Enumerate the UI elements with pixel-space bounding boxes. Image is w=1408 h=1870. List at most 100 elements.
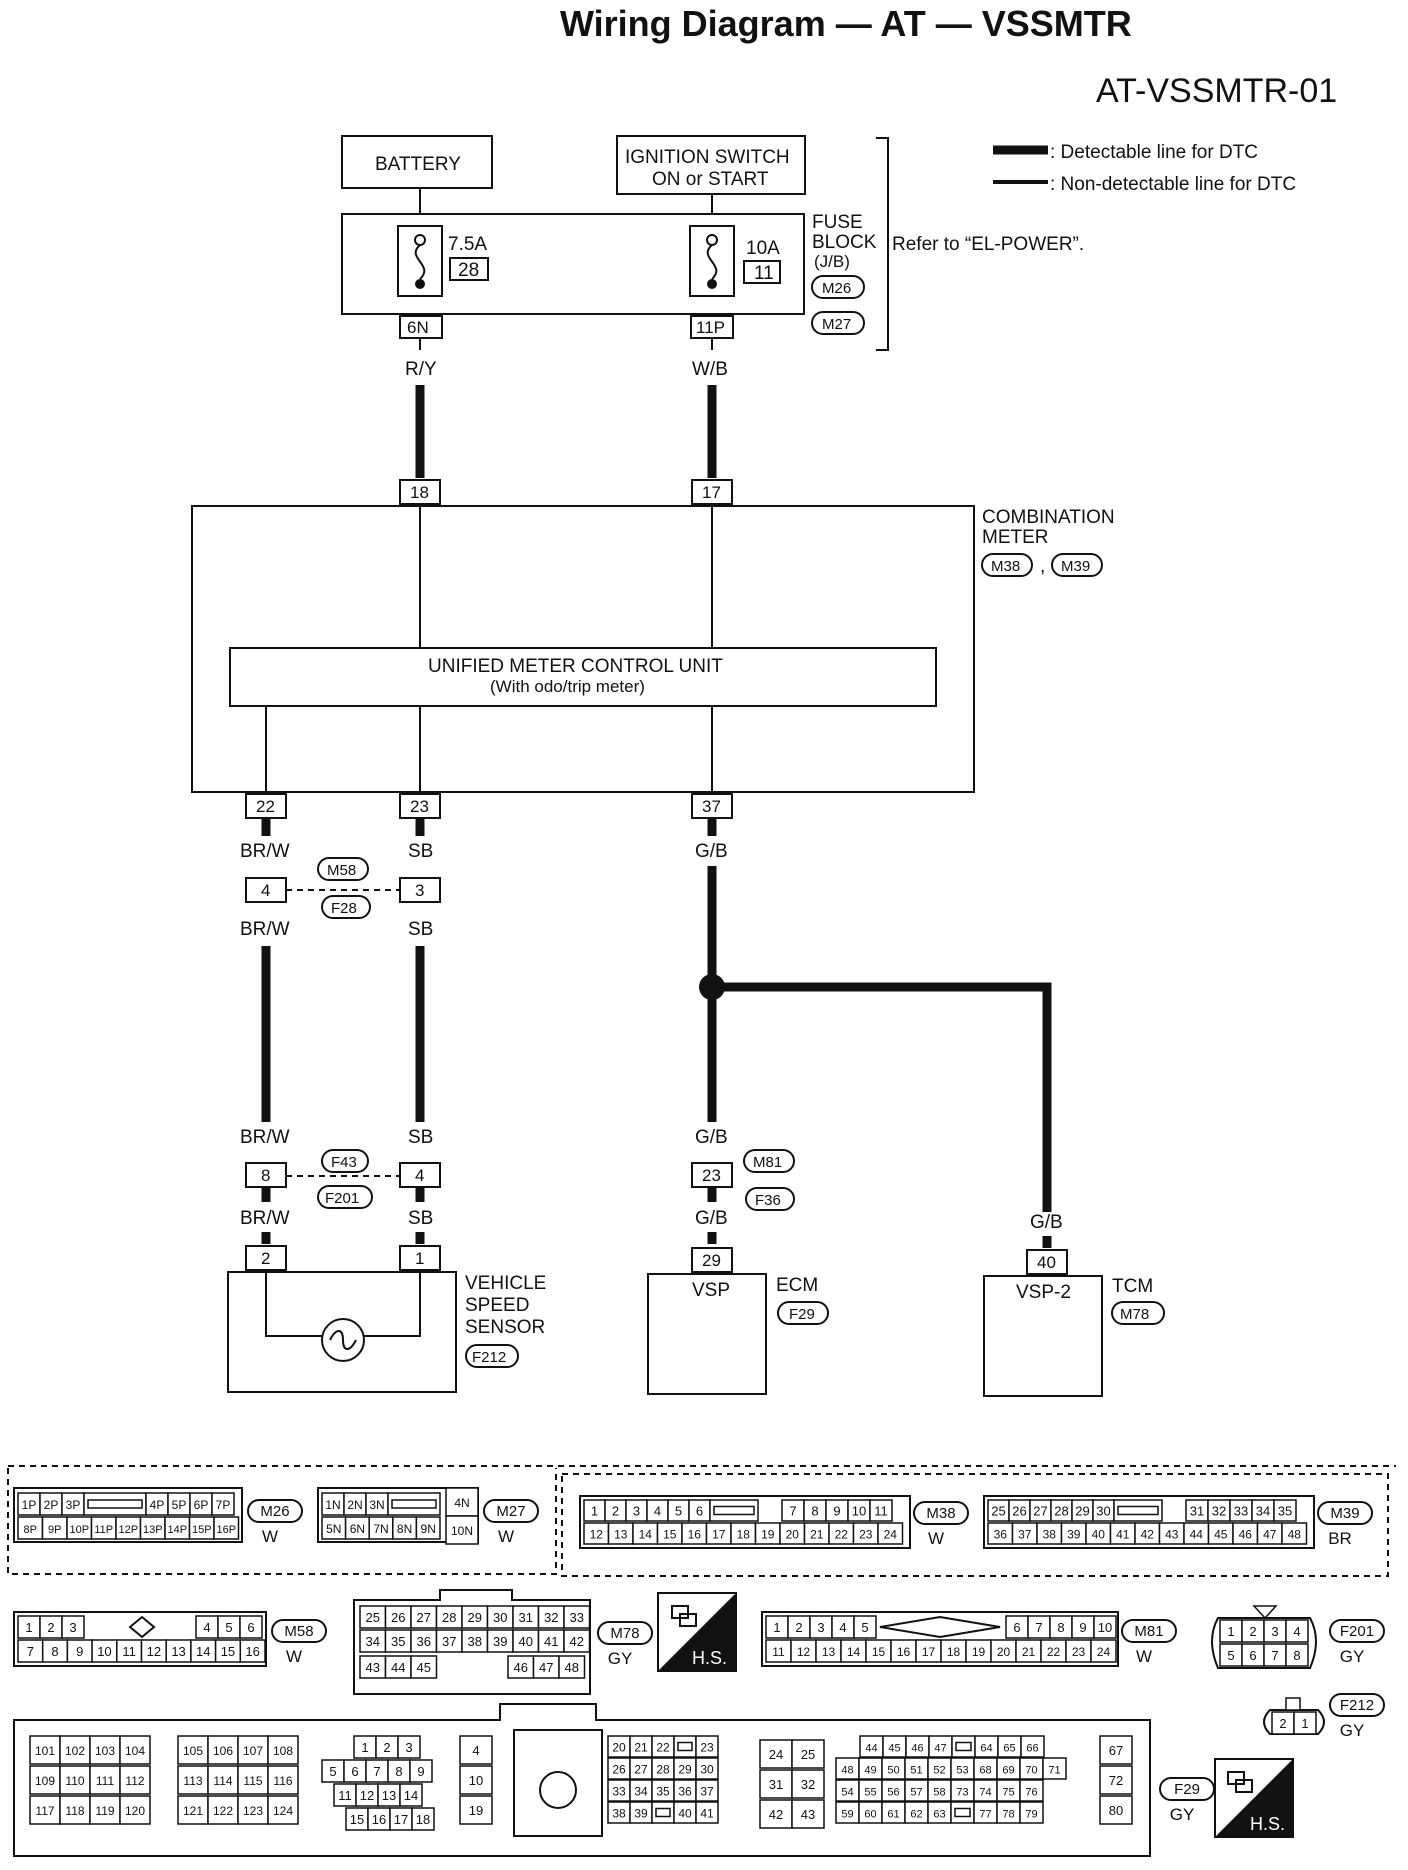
f29-pin: 35: [656, 1785, 670, 1799]
m38-pin: 21: [810, 1528, 824, 1542]
f29-pin: 52: [933, 1765, 945, 1777]
f212-pin: 2: [1279, 1716, 1286, 1731]
f29-pin: 104: [125, 1744, 145, 1758]
m27-pin: 8N: [397, 1522, 412, 1536]
f29-pin: 21: [634, 1741, 648, 1755]
f29-pin: 10: [469, 1773, 483, 1788]
battery-box: [341, 135, 493, 189]
m58-key: [128, 1615, 156, 1639]
f29-cell: [411, 1807, 435, 1831]
m78-pin: 36: [417, 1634, 431, 1649]
document-id: AT-VSSMTR-01: [1096, 72, 1337, 110]
f29-pin: 119: [95, 1804, 114, 1818]
m39-pin: 40: [1092, 1528, 1106, 1542]
unified-meter-label: UNIFIED METER CONTROL UNIT: [428, 656, 723, 677]
m39-pin: 37: [1018, 1528, 1032, 1542]
m81-pin: 18: [947, 1645, 961, 1659]
connector-latch: [713, 1505, 755, 1516]
m78-cell: [563, 1629, 591, 1653]
legend-detectable-text: : Detectable line for DTC: [1050, 142, 1258, 163]
m26-pin: 15P: [192, 1524, 212, 1536]
conn-m26-id: M26: [260, 1503, 289, 1520]
f29-pin: 44: [865, 1743, 877, 1755]
conn-m58-id-badge: [271, 1619, 327, 1643]
conn-m39-color: BR: [1328, 1529, 1352, 1548]
pin-3-m58: 3: [415, 881, 424, 900]
m38-pin: 7: [789, 1504, 796, 1519]
m58-pin: 4: [203, 1620, 210, 1635]
m39-pin: 26: [1012, 1504, 1026, 1519]
wire-sb-2: SB: [408, 919, 433, 940]
m26-pin: 11P: [94, 1524, 113, 1536]
f29-cell: [1042, 1757, 1067, 1780]
f29-pin: 67: [1109, 1743, 1123, 1758]
wire-brw-3: BR/W: [240, 1127, 290, 1148]
f29-pin: 72: [1109, 1773, 1123, 1788]
m81-pin: 10: [1098, 1620, 1112, 1635]
m58-pin: 3: [69, 1620, 76, 1635]
f201-pin: 4: [1293, 1624, 1300, 1639]
pin-4-m58: 4: [261, 881, 270, 900]
f29-pin: 46: [911, 1743, 923, 1755]
m58-pin: 9: [76, 1644, 83, 1659]
battery-label: BATTERY: [375, 154, 461, 175]
m78-pin: 41: [544, 1634, 558, 1649]
f29-pin: 24: [769, 1747, 783, 1762]
f29-pin: 121: [183, 1804, 203, 1818]
conn-m38-color: W: [928, 1529, 944, 1548]
m39-pin: 48: [1288, 1528, 1302, 1542]
m78-pin: 48: [565, 1660, 579, 1675]
m78-cell: [558, 1655, 586, 1679]
f29-pin: 120: [125, 1804, 145, 1818]
conn-m81-id-badge: [1121, 1619, 1177, 1643]
f29-pin: 16: [372, 1812, 386, 1827]
conn-m58-color: W: [286, 1647, 302, 1666]
m39-pin: 43: [1165, 1528, 1179, 1542]
f29-pin: 47: [934, 1743, 946, 1755]
conn-m58-id: M58: [284, 1623, 313, 1640]
m38-pin: 13: [614, 1528, 628, 1542]
fuse1-number: 28: [458, 260, 479, 281]
m58-pin: 10: [97, 1644, 111, 1659]
f29-pin: 2: [383, 1740, 390, 1755]
unified-meter-control-unit: [229, 647, 937, 707]
f29-pin: 65: [1003, 1743, 1015, 1755]
m81-cell: [1090, 1639, 1117, 1663]
f29-pin: 112: [125, 1774, 144, 1788]
f29-cell: [89, 1735, 121, 1765]
wire-sb-4: SB: [408, 1208, 433, 1229]
m38-pin: 5: [675, 1504, 682, 1519]
f29-pin: 23: [700, 1741, 714, 1755]
m38-pin: 14: [639, 1528, 653, 1542]
conn-m78-color: GY: [608, 1649, 633, 1668]
f29-pin: 117: [35, 1804, 54, 1818]
m58-pin: 16: [245, 1644, 259, 1659]
m78-pin: 35: [391, 1634, 405, 1649]
page-title: Wiring Diagram — AT — VSSMTR: [560, 3, 1132, 44]
f29-cell: [695, 1757, 719, 1780]
f29-cell: [459, 1795, 493, 1825]
f29-pin: 77: [979, 1809, 991, 1821]
conn-f36-label: F36: [755, 1192, 781, 1209]
m39-pin: 27: [1033, 1504, 1047, 1519]
f29-pin: 66: [1026, 1743, 1038, 1755]
fuse-block-label-3: (J/B): [814, 252, 850, 271]
ignition-switch-state: ON or START: [652, 169, 769, 190]
connector-latch: [1117, 1505, 1159, 1516]
m39-pin: 46: [1239, 1528, 1253, 1542]
pin-22: 22: [256, 797, 275, 816]
f29-cell: [267, 1795, 299, 1825]
m58-pin: 5: [225, 1620, 232, 1635]
f29-pin: 60: [864, 1809, 876, 1821]
f29-pin: 103: [95, 1744, 115, 1758]
m39-pin: 32: [1212, 1504, 1226, 1519]
m81-pin: 21: [1022, 1645, 1036, 1659]
m39-pin: 31: [1190, 1504, 1204, 1519]
m81-cell: [1093, 1615, 1117, 1639]
f29-pin: 64: [980, 1743, 992, 1755]
conn-m26-id-badge: [247, 1499, 303, 1523]
conn-m38-label: M38: [991, 558, 1020, 575]
m78-pin: 37: [442, 1634, 456, 1649]
f29-cell: [1099, 1795, 1133, 1825]
